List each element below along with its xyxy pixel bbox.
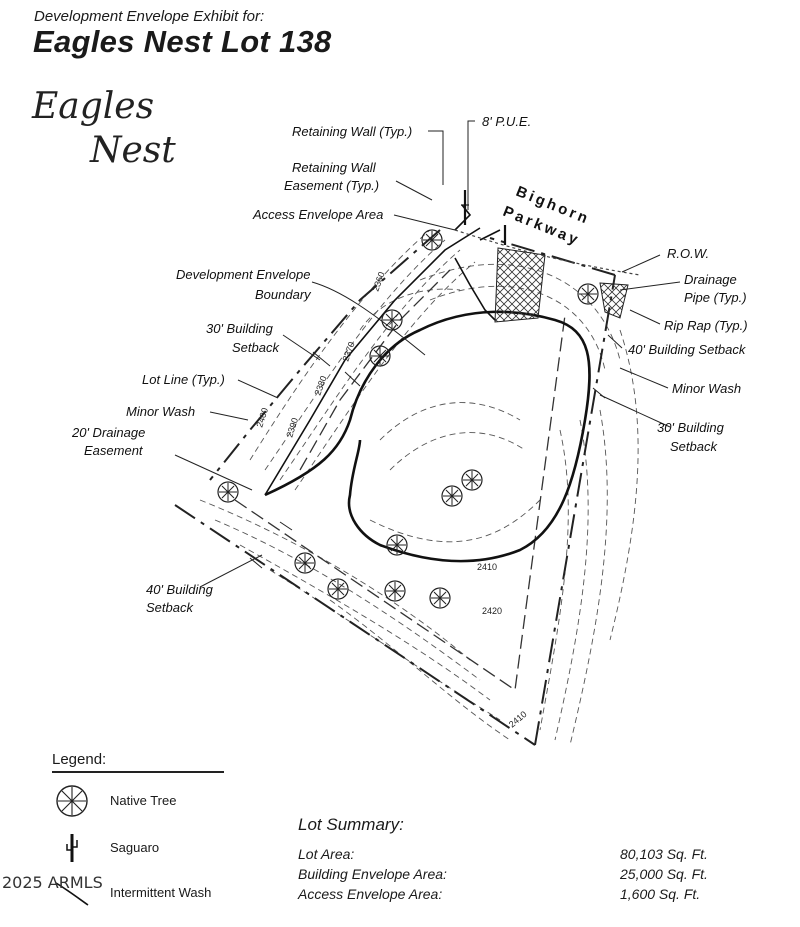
summary-label: Building Envelope Area: [298, 866, 447, 882]
native-tree-icon [56, 785, 88, 817]
native-tree [461, 469, 483, 491]
contour-label: 2420 [482, 606, 502, 616]
native-tree [381, 309, 403, 331]
road-edge [454, 229, 641, 276]
callout-dev-envelope-1: Development Envelope [176, 267, 310, 282]
legend-label: Intermittent Wash [110, 885, 212, 900]
native-tree [577, 283, 599, 305]
retaining-walls [264, 204, 501, 496]
contour-label: 2400 [254, 406, 270, 428]
legend-item-native-tree: Native Tree [52, 783, 252, 819]
legend-divider [52, 771, 224, 773]
callout-rip-rap: Rip Rap (Typ.) [664, 318, 748, 333]
exhibit-subtitle: Development Envelope Exhibit for: [34, 8, 265, 25]
callout-minor-wash-left: Minor Wash [126, 404, 195, 419]
intermittent-wash-icon [55, 882, 89, 906]
eagles-nest-logo: Eagles Nest [31, 86, 176, 171]
native-tree [294, 552, 316, 574]
contour-label: 2360 [370, 270, 386, 292]
setback-lines [234, 269, 566, 692]
lot-summary-row: Building Envelope Area: 25,000 Sq. Ft. [298, 866, 728, 886]
summary-label: Access Envelope Area: [298, 886, 443, 902]
callout-drainage-pipe-2: Pipe (Typ.) [684, 290, 747, 305]
lot-summary-row: Access Envelope Area: 1,600 Sq. Ft. [298, 886, 728, 906]
contour-label: 2410 [477, 562, 497, 572]
legend-item-saguaro: Saguaro [52, 830, 252, 866]
callout-minor-wash-right: Minor Wash [672, 381, 741, 396]
contour-label: 2390 [284, 416, 300, 438]
dimension-ticks [249, 351, 606, 569]
copyright-watermark: 2025 ARMLS [2, 873, 103, 892]
lot-line [174, 229, 616, 746]
contour-label: 2370 [340, 340, 356, 362]
native-tree [327, 578, 349, 600]
leader-lines [174, 120, 681, 588]
development-envelope-boundary [264, 310, 591, 563]
legend-title: Legend: [52, 751, 107, 768]
terrain-contours [199, 229, 639, 746]
callout-retaining-wall-easement-1: Retaining Wall [292, 160, 377, 175]
callout-drainage-easement-1: 20' Drainage [71, 425, 145, 440]
callout-setback-30-2: Setback [232, 340, 280, 355]
legend-item-intermittent-wash: Intermittent Wash [52, 875, 252, 911]
native-tree [217, 481, 239, 503]
callout-setback-30r-1: 30' Building [657, 420, 725, 435]
native-tree [386, 534, 408, 556]
summary-value: 80,103 Sq. Ft. [620, 846, 708, 862]
callout-retaining-wall-easement-2: Easement (Typ.) [284, 178, 379, 193]
native-tree [441, 485, 463, 507]
logo-line-1: Eagles [31, 86, 154, 127]
native-tree [421, 229, 443, 251]
saguaro-icon [66, 834, 78, 862]
callout-drainage-pipe-1: Drainage [684, 272, 737, 287]
callout-pue: 8' P.U.E. [482, 114, 531, 129]
summary-value: 25,000 Sq. Ft. [620, 866, 708, 882]
legend-label: Saguaro [110, 840, 160, 855]
callout-drainage-easement-2: Easement [84, 443, 144, 458]
exhibit-title: Eagles Nest Lot 138 [33, 24, 332, 59]
callout-row: R.O.W. [667, 246, 709, 261]
contour-label: 2410 [507, 709, 529, 730]
lot-summary-row: Lot Area: 80,103 Sq. Ft. [298, 846, 728, 866]
callout-lot-line: Lot Line (Typ.) [142, 372, 225, 387]
logo-line-2: Nest [89, 130, 176, 171]
rip-rap [599, 282, 629, 319]
lot-summary-title: Lot Summary: [298, 815, 404, 834]
native-tree [369, 345, 391, 367]
callout-setback-30r-2: Setback [670, 439, 718, 454]
callout-retaining-wall: Retaining Wall (Typ.) [292, 124, 412, 139]
callout-setback-40-2: Setback [146, 600, 194, 615]
callout-setback-40-right: 40' Building Setback [628, 342, 747, 357]
callout-access-envelope: Access Envelope Area [252, 207, 383, 222]
summary-value: 1,600 Sq. Ft. [620, 886, 701, 902]
access-envelope-area [494, 247, 546, 323]
summary-label: Lot Area: [298, 846, 355, 862]
callout-setback-30-1: 30' Building [206, 321, 274, 336]
native-tree [429, 587, 451, 609]
callout-dev-envelope-2: Boundary [255, 287, 312, 302]
native-tree [384, 580, 406, 602]
callout-setback-40-1: 40' Building [146, 582, 214, 597]
legend-label: Native Tree [110, 793, 177, 808]
